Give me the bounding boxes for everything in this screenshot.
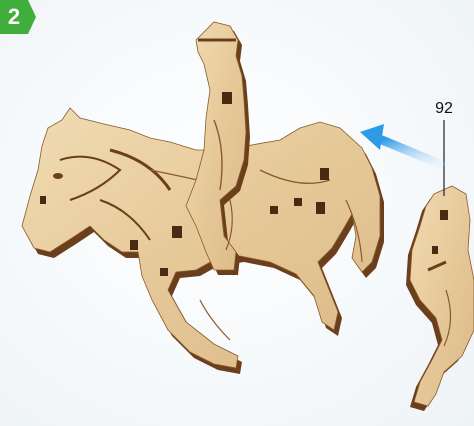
part-92-piece <box>406 186 474 411</box>
step-badge: 2 <box>0 0 36 34</box>
arrow-icon <box>360 124 440 164</box>
step-number: 2 <box>0 2 28 32</box>
part-number-label: 92 <box>424 100 464 120</box>
